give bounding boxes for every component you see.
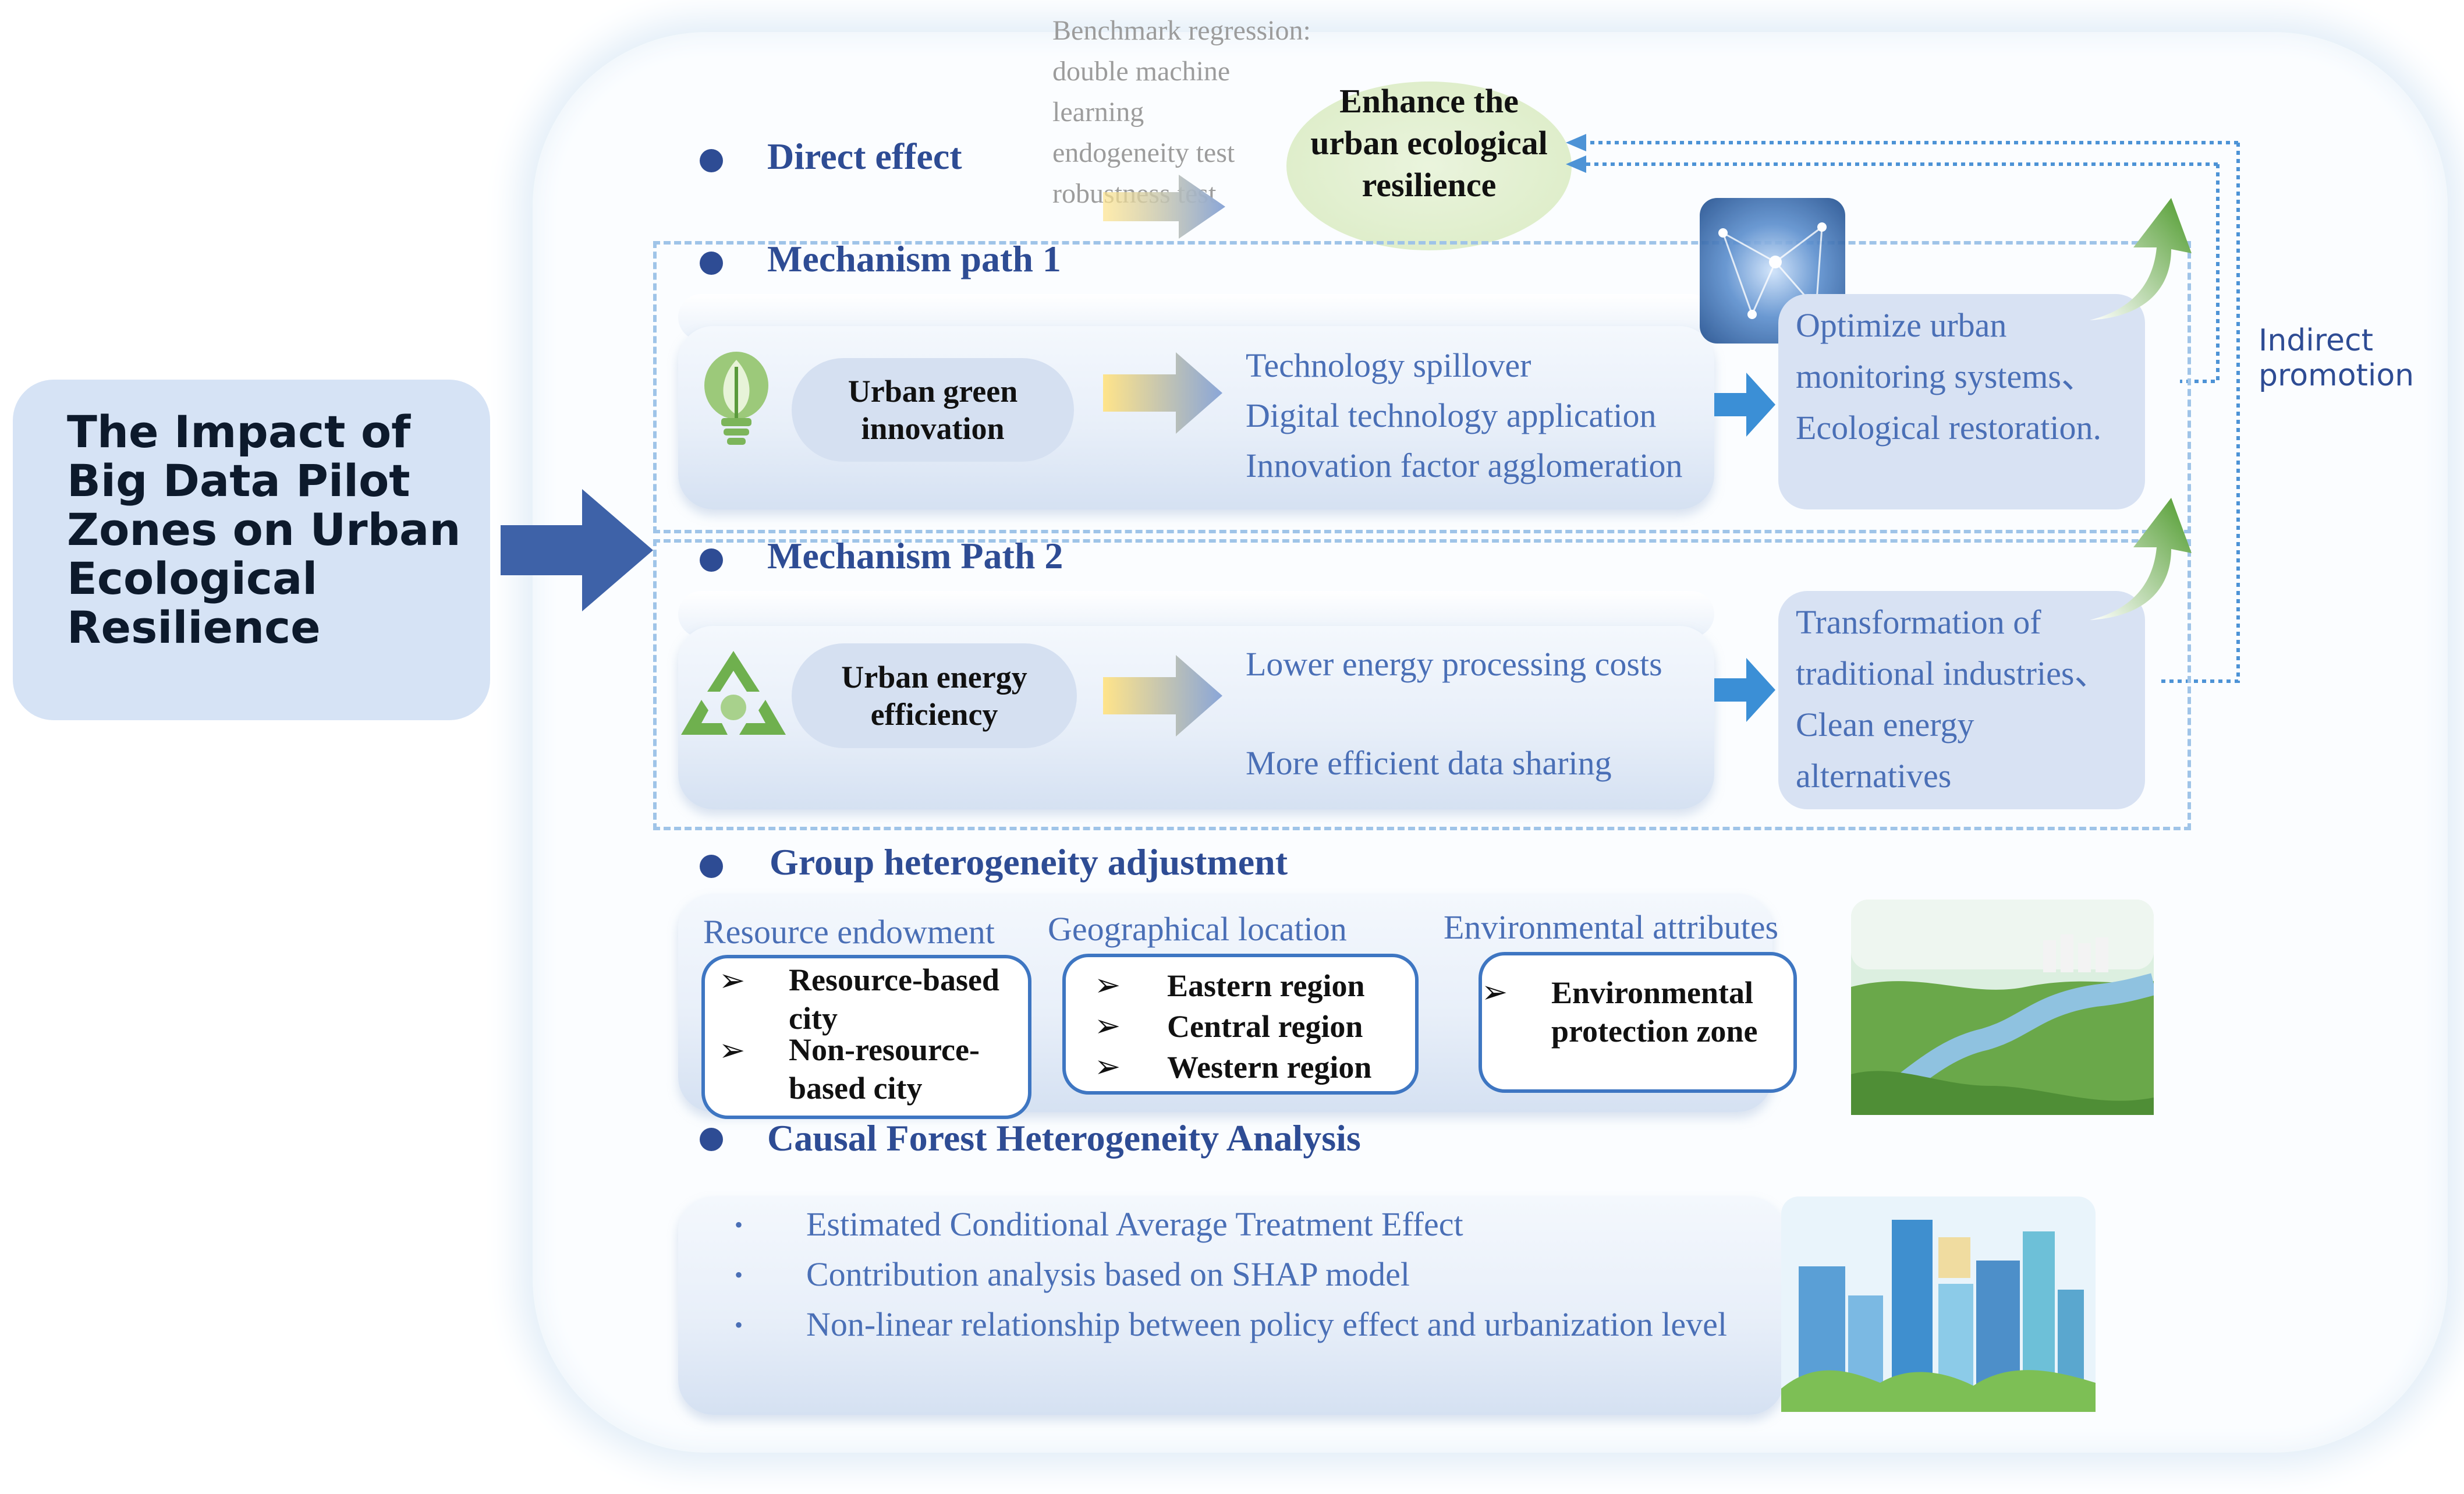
- causal-forest-heading: Causal Forest Heterogeneity Analysis: [767, 1117, 1361, 1159]
- bullet: [700, 252, 723, 275]
- heterogeneity-heading: Group heterogeneity adjustment: [770, 841, 1288, 883]
- arrowhead-icon: ➢: [1094, 1008, 1121, 1043]
- mechanism-1-small-arrow-icon: [1714, 373, 1775, 437]
- method-line: endogeneity test: [1052, 137, 1235, 168]
- group-item: Eastern region: [1167, 968, 1365, 1003]
- big-arrow-icon: [501, 489, 653, 611]
- bullet-dot: •: [735, 1312, 743, 1338]
- network-globe-icon: [1700, 198, 1845, 344]
- bullet: [700, 149, 723, 172]
- group-item: Central region: [1167, 1009, 1363, 1044]
- environment-group-box: [1479, 952, 1797, 1093]
- group-item: Western region: [1167, 1050, 1372, 1085]
- diagram-title: The Impact of Big Data Pilot Zones on Ur…: [67, 406, 461, 653]
- causal-forest-item: Non-linear relationship between policy e…: [806, 1305, 1728, 1343]
- group-item: Resource-based city: [789, 962, 999, 1036]
- mechanism-2-factor: Urban energy efficiency: [792, 643, 1077, 748]
- outcome-ellipse: [1286, 82, 1572, 250]
- arrowhead-icon: ➢: [719, 963, 746, 998]
- mechanism-2-result: Transformation of traditional industries…: [1778, 591, 2145, 809]
- group-item: Environmental protection zone: [1551, 975, 1758, 1049]
- mechanism-1-arrow-icon: [1103, 352, 1222, 434]
- method-line: double machine: [1052, 56, 1231, 87]
- method-line: learning: [1052, 97, 1144, 128]
- direct-effect-arrow-icon: [1103, 175, 1225, 239]
- method-line: Benchmark regression:: [1052, 15, 1311, 46]
- causal-forest-panel: [678, 1196, 1784, 1415]
- mechanism-2-box: [653, 539, 2191, 830]
- growth-arrow-icon: [2090, 198, 2192, 320]
- recycle-icon: [681, 651, 786, 735]
- channel-item: Innovation factor agglomeration: [1246, 447, 1683, 484]
- mechanism-2-heading: Mechanism Path 2: [767, 535, 1063, 576]
- indirect-feedback-lines: [1566, 134, 2240, 683]
- city-buildings-icon: [1781, 1196, 2096, 1412]
- resource-group-box: [701, 955, 1031, 1119]
- bullet: [700, 1128, 723, 1151]
- group-item: Non-resource-based city: [789, 1032, 980, 1106]
- mechanism-1-channels: Technology spillover Digital technology …: [1246, 341, 1683, 491]
- direct-effect-heading: Direct effect: [767, 136, 962, 177]
- channel-item: Digital technology application: [1246, 396, 1657, 434]
- bullet-dot: •: [735, 1212, 743, 1238]
- mechanism-2-small-arrow-icon: [1714, 658, 1775, 722]
- group-label: Geographical location: [1048, 910, 1347, 948]
- indirect-promotion-label: Indirect promotion: [2259, 323, 2415, 393]
- group-label: Resource endowment: [703, 913, 995, 951]
- arrowhead-icon: ➢: [1094, 968, 1121, 1003]
- title-box: [13, 380, 490, 720]
- location-group-box: [1062, 954, 1419, 1095]
- bullet: [700, 548, 723, 572]
- causal-forest-item: Contribution analysis based on SHAP mode…: [806, 1255, 1410, 1293]
- channel-item: Technology spillover: [1246, 346, 1531, 384]
- mechanism-1-factor: Urban green innovation: [792, 358, 1074, 462]
- group-label: Environmental attributes: [1444, 908, 1779, 946]
- arrowhead-icon: ➢: [1481, 975, 1508, 1010]
- arrowhead-icon: ➢: [719, 1033, 746, 1068]
- mechanism-1-heading: Mechanism path 1: [767, 238, 1061, 279]
- bullet: [700, 855, 723, 878]
- arrowhead-icon: ➢: [1094, 1049, 1121, 1084]
- lightbulb-leaf-icon: [704, 352, 768, 445]
- mechanism-1-box: [653, 241, 2191, 533]
- channel-item: Lower energy processing costs: [1246, 645, 1662, 683]
- bullet-dot: •: [735, 1262, 743, 1288]
- causal-forest-item: Estimated Conditional Average Treatment …: [806, 1205, 1463, 1243]
- channel-item: More efficient data sharing: [1246, 744, 1612, 782]
- mechanism-1-result: Optimize urban monitoring systems、Ecolog…: [1778, 294, 2145, 509]
- growth-arrow-icon: [2090, 498, 2192, 620]
- river-landscape-icon: [1851, 900, 2154, 1115]
- mechanism-2-arrow-icon: [1103, 655, 1222, 737]
- outcome-text: Enhance the urban ecological resilience: [1310, 82, 1548, 204]
